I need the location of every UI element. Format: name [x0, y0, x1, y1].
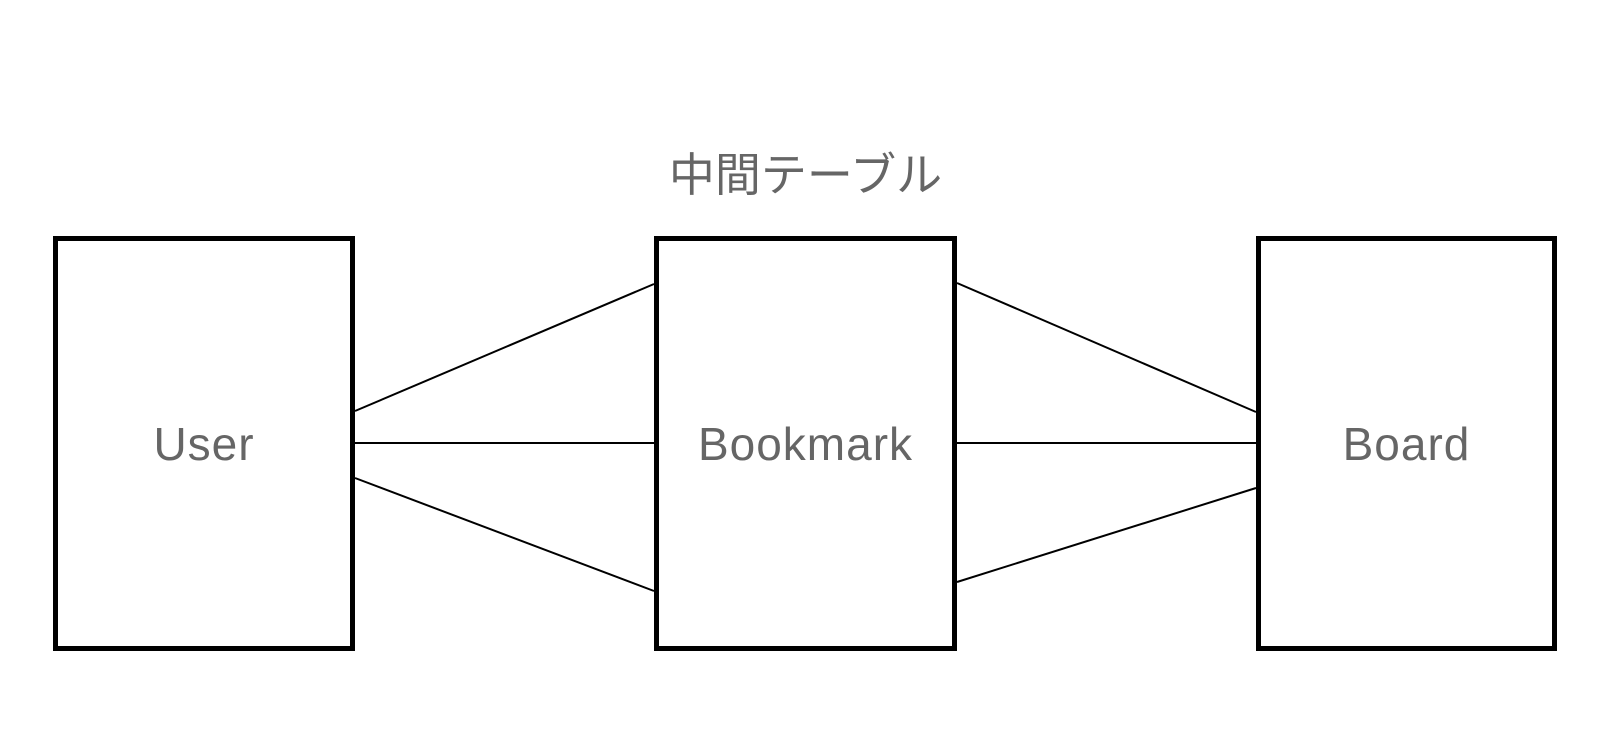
entity-bookmark-label: Bookmark	[697, 417, 914, 470]
entity-board-label: Board	[1342, 417, 1471, 470]
connector-user-bookmark-top	[354, 283, 655, 412]
entity-user-label: User	[153, 417, 255, 470]
entity-bookmark: Bookmark	[654, 236, 957, 651]
junction-table-title: 中間テーブル	[668, 149, 943, 201]
connector-user-bookmark-bottom	[354, 477, 655, 592]
entity-board: Board	[1256, 236, 1557, 651]
connector-bookmark-board-top	[956, 282, 1257, 413]
entity-user: User	[53, 236, 355, 651]
connector-bookmark-board-bottom	[956, 487, 1257, 583]
